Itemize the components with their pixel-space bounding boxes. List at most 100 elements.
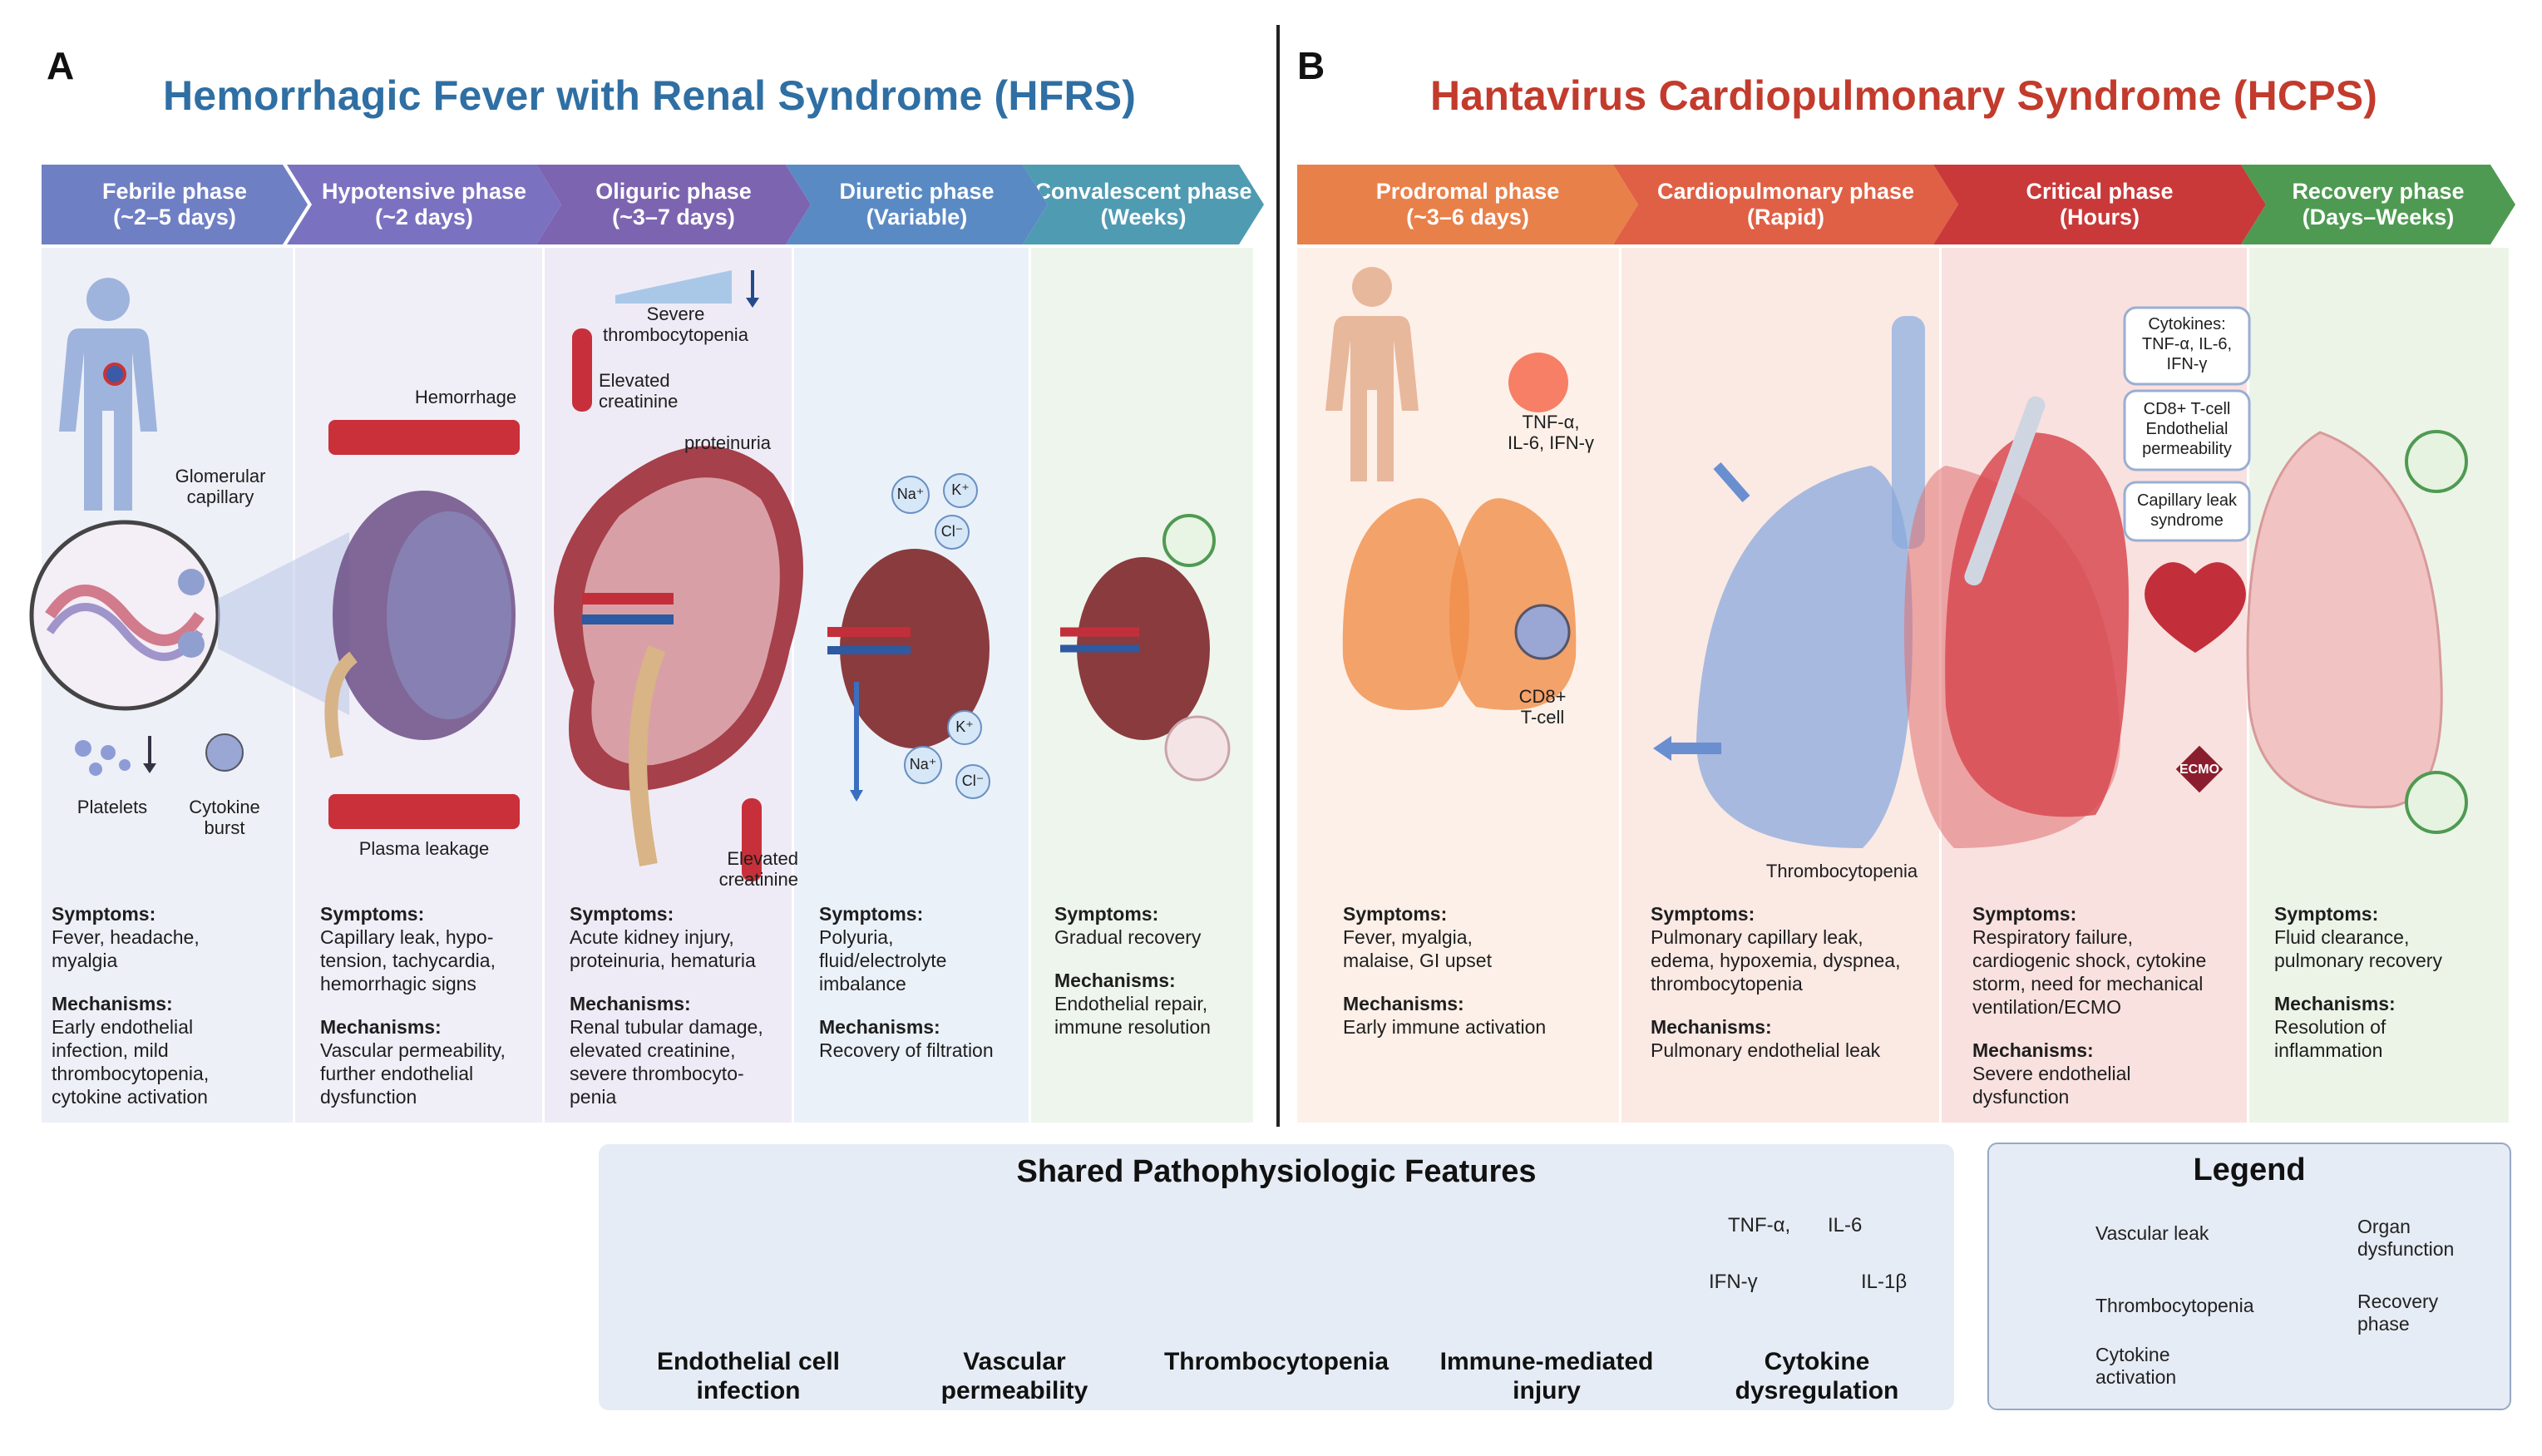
kidney-marker-icon <box>103 363 126 386</box>
symptom-line: Fever, myalgia, <box>1343 926 1473 948</box>
phase-header-critical: Critical phase (Hours) <box>1933 165 2266 244</box>
label-glomerular-capillary: Glomerular capillary <box>175 466 266 507</box>
legend-organ-dysfunction: Organ dysfunction <box>2357 1216 2455 1260</box>
cytokines-box <box>2123 306 2251 386</box>
legend-thrombocytopenia: Thrombocytopenia <box>2095 1295 2254 1316</box>
phase-name: Recovery phase <box>2292 179 2465 204</box>
label-na-2: Na⁺ <box>909 756 937 772</box>
feature-thrombocytopenia: Thrombocytopenia <box>1163 1348 1389 1375</box>
label-hemorrhage: Hemorrhage <box>414 387 517 407</box>
panel_a-mechanisms-1: Mechanisms:Vascular permeability,further… <box>320 1015 506 1108</box>
mechanism-line: Resolution of <box>2274 1016 2387 1038</box>
trachea-icon <box>1892 316 1925 549</box>
label-na: Na⁺ <box>896 486 925 502</box>
mechanism-line: severe thrombocyto- <box>570 1063 744 1084</box>
symptom-line: Fever, headache, <box>52 926 200 948</box>
symptom-line: Acute kidney injury, <box>570 926 734 948</box>
label-k: K⁺ <box>951 481 970 498</box>
mechanism-line: penia <box>570 1086 617 1108</box>
label-cl-2: Cl⁻ <box>961 772 985 789</box>
phase-name: Critical phase <box>2026 179 2174 204</box>
panel_b-symptoms-1: Symptoms:Pulmonary capillary leak,edema,… <box>1651 902 1900 995</box>
phase-header-convalescent: Convalescent phase (Weeks) <box>1023 165 1264 244</box>
phase-duration: (Days–Weeks) <box>2302 205 2455 230</box>
test-tube-icon <box>572 328 592 412</box>
panel_a-mechanisms-4: Mechanisms:Endothelial repair,immune res… <box>1054 969 1211 1039</box>
symptoms-heading: Symptoms: <box>2274 903 2379 925</box>
legend-cytokine-activation: Cytokine activation <box>2095 1344 2177 1388</box>
mechanism-line: Recovery of filtration <box>819 1039 994 1061</box>
symptom-line: Polyuria, <box>819 926 894 948</box>
panel_a-symptoms-4: Symptoms:Gradual recovery <box>1054 902 1201 949</box>
mechanism-line: inflammation <box>2274 1039 2383 1061</box>
mechanism-line: immune resolution <box>1054 1016 1211 1038</box>
phase-header-recovery: Recovery phase (Days–Weeks) <box>2241 165 2515 244</box>
panel_a-symptoms-1: Symptoms:Capillary leak, hypo-tension, t… <box>320 902 496 995</box>
capillary-leak-box <box>2123 481 2251 542</box>
blood-vessel-icon <box>328 794 520 829</box>
panel_a-symptoms-2: Symptoms:Acute kidney injury,proteinuria… <box>570 902 756 972</box>
phase-duration: (Hours) <box>2060 205 2140 230</box>
label-elevated-creatinine-2: Elevated creatinine <box>718 848 798 890</box>
phase-name: Prodromal phase <box>1375 179 1560 204</box>
phase-name: Hypotensive phase <box>321 179 527 204</box>
label-plasma-leakage: Plasma leakage <box>358 838 490 859</box>
label-cl: Cl⁻ <box>940 523 964 540</box>
symptoms-heading: Symptoms: <box>819 903 924 925</box>
legend-panel <box>1987 1143 2511 1410</box>
mechanism-line: dysfunction <box>1972 1086 2070 1108</box>
phase-name: Diuretic phase <box>839 179 995 204</box>
symptom-line: Capillary leak, hypo- <box>320 926 494 948</box>
cytokine-burst-icon <box>205 733 244 772</box>
blood-vessel-icon <box>328 420 520 455</box>
phase-header-hypotensive: Hypotensive phase (~2 days) <box>287 165 561 244</box>
ecmo-icon <box>2175 745 2224 793</box>
cytokine-label-il1b: IL-1β <box>1861 1271 1908 1293</box>
virus-icon <box>178 631 205 658</box>
phase-duration: (Rapid) <box>1747 205 1824 230</box>
mechanism-line: Severe endothelial <box>1972 1063 2131 1084</box>
panel_b-symptoms-2: Symptoms:Respiratory failure,cardiogenic… <box>1972 902 2206 1019</box>
recovery-icon <box>2405 771 2468 834</box>
cytokine-burst-icon <box>1508 353 1568 412</box>
symptom-line: Respiratory failure, <box>1972 926 2134 948</box>
symptom-line: pulmonary recovery <box>2274 950 2442 971</box>
label-platelets: Platelets <box>77 797 148 817</box>
human-body-icon <box>59 278 157 511</box>
symptom-line: cardiogenic shock, cytokine <box>1972 950 2207 971</box>
mechanisms-heading: Mechanisms: <box>1343 993 1464 1014</box>
symptom-line: edema, hypoxemia, dyspnea, <box>1651 950 1901 971</box>
phase-header-febrile: Febrile phase (~2–5 days) <box>42 165 308 244</box>
mechanism-line: further endothelial <box>320 1063 474 1084</box>
symptom-line: malaise, GI upset <box>1343 950 1492 971</box>
phase-name: Cardiopulmonary phase <box>1656 179 1915 204</box>
recovery-icon <box>2405 430 2468 493</box>
feature-cytokine-dysregulation: Cytokine dysregulation <box>1735 1348 1899 1404</box>
shared-features-title: Shared Pathophysiologic Features <box>1016 1154 1537 1189</box>
phase-name: Febrile phase <box>101 179 248 204</box>
label-elevated-creatinine: Elevated creatinine <box>599 370 679 412</box>
symptom-line: fluid/electrolyte <box>819 950 947 971</box>
box-cd8-text: CD8+ T-cell Endothelial permeability <box>2142 400 2232 458</box>
phase-duration: (Weeks) <box>1100 205 1187 230</box>
symptoms-heading: Symptoms: <box>52 903 156 925</box>
cytokine-label-ifn: IFN-γ <box>1709 1271 1758 1293</box>
ureter-icon <box>324 651 358 758</box>
phase-duration: (~2 days) <box>375 205 473 230</box>
test-tube-icon <box>742 798 762 881</box>
panel_a-symptoms-0: Symptoms:Fever, headache,myalgia <box>52 902 200 972</box>
mechanisms-heading: Mechanisms: <box>2274 993 2396 1014</box>
label-thrombocytopenia: Thrombocytopenia <box>1765 861 1918 881</box>
mechanism-line: Endothelial repair, <box>1054 993 1208 1014</box>
panel_a-mechanisms-3: Mechanisms:Recovery of filtration <box>819 1015 994 1062</box>
phase-header-prodromal: Prodromal phase (~3–6 days) <box>1297 165 1638 244</box>
panel-divider <box>1276 25 1280 1127</box>
virus-icon <box>178 569 205 595</box>
symptom-line: Pulmonary capillary leak, <box>1651 926 1863 948</box>
symptom-line: thrombocytopenia <box>1651 973 1803 995</box>
phase-duration: (~3–7 days) <box>612 205 735 230</box>
symptoms-heading: Symptoms: <box>1343 903 1448 925</box>
symptoms-heading: Symptoms: <box>570 903 674 925</box>
label-ecmo: ECMO <box>2179 763 2219 777</box>
